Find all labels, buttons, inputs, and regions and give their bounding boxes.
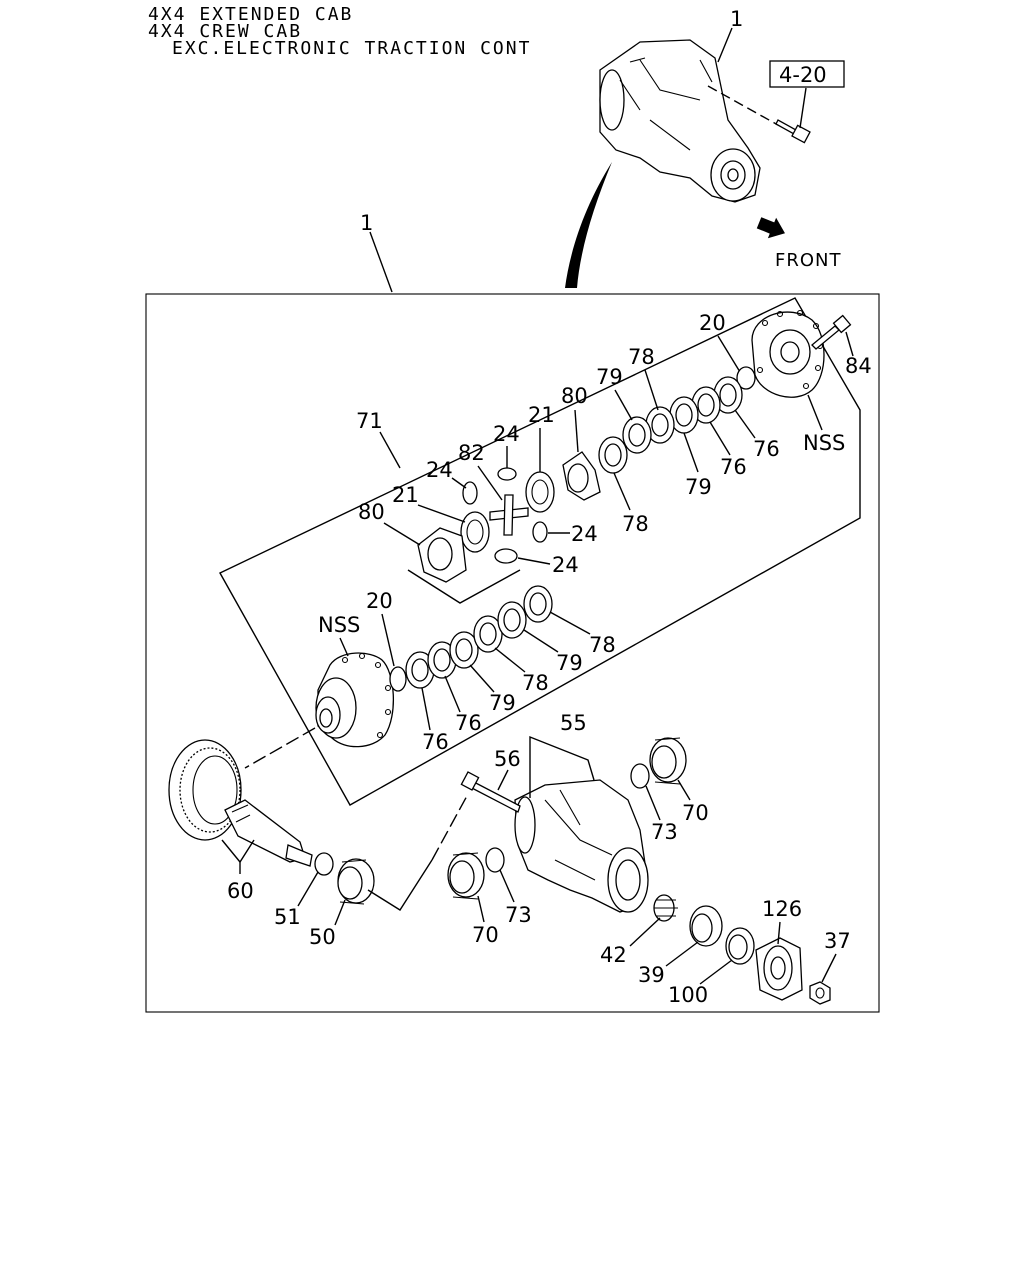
- top-axle-housing: [599, 39, 761, 203]
- label-60: 60: [227, 879, 254, 903]
- spacer-42: [653, 894, 678, 922]
- pinion-gear-24-left: [462, 481, 478, 505]
- diff-kit-outline: [219, 297, 861, 806]
- washer-20-top: [736, 366, 756, 390]
- nut-37: [809, 981, 831, 1005]
- label-76-right: 76: [753, 437, 780, 461]
- side-gear-21-low: [460, 511, 490, 553]
- label-21-top: 21: [528, 403, 555, 427]
- label-126: 126: [762, 897, 802, 921]
- label-78-low: 78: [622, 512, 649, 536]
- label-84: 84: [845, 354, 872, 378]
- label-79-top: 79: [596, 365, 623, 389]
- bearing-50: [337, 858, 375, 905]
- diff-case-right: [751, 309, 825, 398]
- bolt-56: [460, 771, 521, 813]
- front-arrow-icon: [756, 217, 785, 239]
- label-76-low-mid: 76: [455, 711, 482, 735]
- label-56: 56: [494, 747, 521, 771]
- label-78-low-right: 78: [589, 633, 616, 657]
- thrust-block-80-top: [562, 451, 601, 501]
- header-line-1: 4X4 EXTENDED CAB: [148, 4, 354, 25]
- side-gear-21-top: [525, 471, 555, 513]
- label-79-low-right: 79: [556, 651, 583, 675]
- label-24-left: 24: [426, 458, 453, 482]
- label-20-low: 20: [366, 589, 393, 613]
- label-78-top: 78: [628, 345, 655, 369]
- label-nss-top: NSS: [803, 431, 845, 455]
- label-82: 82: [458, 441, 485, 465]
- top-bolt: [775, 119, 811, 144]
- pinion-gear-24-top: [497, 467, 517, 481]
- label-24-bottom: 24: [552, 553, 579, 577]
- bearing-39: [689, 905, 723, 947]
- assembly-arrow-icon: [565, 162, 612, 288]
- carrier-housing-55: [514, 779, 649, 913]
- label-51: 51: [274, 905, 301, 929]
- label-100: 100: [668, 983, 708, 1007]
- companion-flange-126: [755, 937, 803, 1001]
- label-76-low-left: 76: [422, 730, 449, 754]
- bearing-70-top: [649, 737, 687, 785]
- label-78-low-mid: 78: [522, 671, 549, 695]
- label-71: 71: [356, 409, 383, 433]
- shim-73-top: [630, 763, 650, 789]
- label-79-low: 79: [685, 475, 712, 499]
- label-76-mid: 76: [720, 455, 747, 479]
- label-20-top: 20: [699, 311, 726, 335]
- clutch-discs-top: [598, 376, 743, 474]
- header-line-3: EXC.ELECTRONIC TRACTION CONT: [172, 38, 532, 59]
- bearing-70-low: [447, 852, 485, 900]
- cross-shaft-82: [489, 494, 529, 536]
- main-frame: [145, 293, 880, 1013]
- pinion-gear-24-right: [532, 521, 548, 543]
- label-50: 50: [309, 925, 336, 949]
- label-42: 42: [600, 943, 627, 967]
- pinion-gear-24-bottom: [494, 548, 518, 564]
- label-80-top: 80: [561, 384, 588, 408]
- label-73-top: 73: [651, 820, 678, 844]
- label-70-top: 70: [682, 801, 709, 825]
- label-assembly-top: 1: [730, 7, 743, 31]
- diff-case-left: [315, 652, 394, 748]
- label-21-low: 21: [392, 483, 419, 507]
- clutch-discs-low: [405, 585, 553, 689]
- thrust-block-80-low: [417, 527, 467, 583]
- oil-seal-100: [725, 927, 755, 965]
- label-nss-low: NSS: [318, 613, 360, 637]
- ring-gear-and-pinion-60: [168, 739, 313, 867]
- washer-20-low: [389, 666, 407, 692]
- label-55: 55: [560, 711, 587, 735]
- shim-51: [314, 852, 334, 876]
- label-24-top: 24: [493, 422, 520, 446]
- front-label: FRONT: [775, 250, 842, 271]
- shim-73-low: [485, 847, 505, 873]
- header-line-2: 4X4 CREW CAB: [148, 21, 303, 42]
- ref-box: [769, 60, 845, 88]
- bolt-84: [811, 314, 852, 350]
- ref-box-label: 4-20: [779, 63, 827, 87]
- label-39: 39: [638, 963, 665, 987]
- label-73-low: 73: [505, 903, 532, 927]
- label-70-low: 70: [472, 923, 499, 947]
- label-80-low: 80: [358, 500, 385, 524]
- label-assembly-main: 1: [360, 211, 373, 235]
- label-37: 37: [824, 929, 851, 953]
- label-24-right: 24: [571, 522, 598, 546]
- label-79-low-mid: 79: [489, 691, 516, 715]
